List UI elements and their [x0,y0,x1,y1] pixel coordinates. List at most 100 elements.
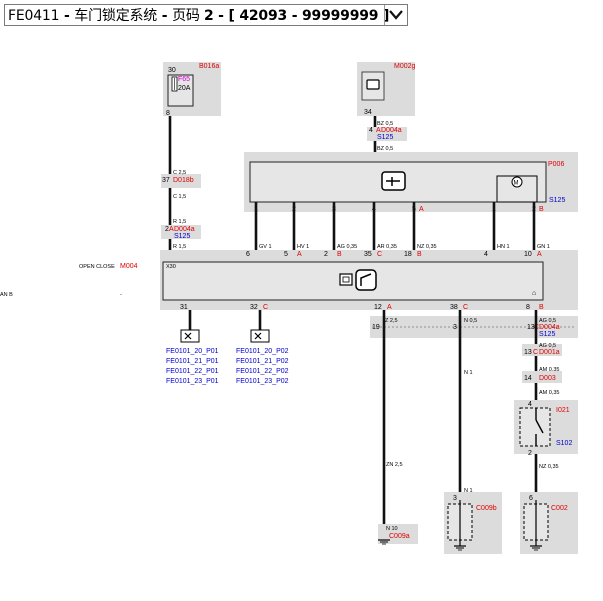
m004-top-pin-letter: C [377,251,382,258]
wire-label: HN 1 [497,244,510,250]
wire-label: HV 1 [297,244,309,250]
fuse-rating: 20A [178,85,191,92]
m004-bottom-pin: 8 [526,304,530,311]
ref-link[interactable]: FE0101_21_P02 [236,358,289,365]
splice-right-pin: 13 [527,324,535,331]
page-title: FE0411 - 车门锁定系统 - 页码 2 - [ 42093 - 99999… [8,8,390,24]
splice-shield: S125 [539,331,555,338]
ground-id: C009a [389,533,410,540]
wire-label: N 1 [464,370,473,376]
left-edge-dash: - [120,292,122,298]
m004-bottom-pin-letter: C [263,304,268,311]
m004-bottom-pin-letter: B [539,304,544,311]
m004-top-pin: 5 [284,251,288,258]
wire-label: NZ 0,35 [417,244,437,250]
ref-link[interactable]: FE0101_23_P02 [236,378,289,385]
d001a-pin: 13 [524,349,532,356]
ground-c009a[interactable]: N 10 C009a [378,524,418,545]
fuse-id: B016a [199,63,219,70]
d001a-letter: C [533,349,538,356]
c009b-pin: 3 [453,495,457,502]
ref-link[interactable]: FE0101_20_P01 [166,348,219,355]
i021-bottom-pin: 2 [528,450,532,457]
wire-label: AG 0,5 [539,343,556,349]
ref-connector-right[interactable] [250,329,270,343]
module-m002g[interactable]: M002g 34 [357,62,416,116]
module-top-pin: 34 [364,109,372,116]
d003-id: D003 [539,375,556,382]
wire-label: AG 0,5 [539,318,556,324]
m004-top-pin: 35 [364,251,372,258]
controller-id: M004 [120,263,138,270]
m004-top-pin-letter: B [417,251,422,258]
fuse-b016a[interactable]: 30 B016a F65 20A 8 [163,62,221,117]
i021-top-pin: 4 [528,401,532,408]
controller-state-label: OPEN CLOSE [79,264,115,270]
d004a-top-id: D004a [381,127,402,134]
ref-link[interactable]: FE0101_21_P01 [166,358,219,365]
m004-top-pin: 10 [524,251,532,258]
p006-pin-letter: A [419,206,424,213]
ref-link[interactable]: FE0101_22_P01 [166,368,219,375]
fuse-top-pin: 30 [168,67,176,74]
actuator-id: P006 [548,161,564,168]
switch-i021[interactable]: 4 I021 S102 2 [514,400,578,457]
d004a-top-letter: A [376,127,381,134]
m004-top-pin: 4 [484,251,488,258]
wire-label: AG 0,35 [337,244,357,250]
m004-bottom-pin: 31 [180,304,188,311]
wire-label: AM 0,35 [539,390,559,396]
wire-label: N 0,5 [464,318,477,324]
m004-bottom-pin: 32 [250,304,258,311]
m004-top-pin-letter: B [337,251,342,258]
wire-label: GN 1 [537,244,550,250]
d004a-top-shield: S125 [377,134,393,141]
ref-connector-left[interactable] [180,329,200,343]
fuse-bottom-pin: 8 [166,110,170,117]
splice-mid-pin: 3 [453,324,457,331]
chevron-down-icon[interactable] [384,5,407,25]
module-top-id: M002g [394,63,416,70]
splice-left-pin: 19 [372,324,380,331]
wire-label: BZ 0,5 [377,146,393,152]
splice-id: D004a [539,324,560,331]
wire-label: AR 0,35 [377,244,397,250]
ref-link[interactable]: FE0101_20_P02 [236,348,289,355]
m004-bottom-pin: 38 [450,304,458,311]
connector-c002[interactable]: 6 C002 [520,492,578,554]
i021-id: I021 [556,407,570,414]
d018b-pin: 37 [162,177,170,184]
d004a-left-shield: S125 [174,233,190,240]
connector-c009b[interactable]: 3 C009b [444,492,502,554]
page-selector[interactable]: FE0411 - 车门锁定系统 - 页码 2 - [ 42093 - 99999… [4,4,408,26]
ground-wire: N 10 [386,526,398,532]
m004-top-pin: 2 [324,251,328,258]
wire-label: C 1,5 [173,194,186,200]
wire-label: C 2,5 [173,170,186,176]
d004a-left-pin: 2 [165,226,169,233]
d004a-left-letter: A [169,226,174,233]
d003-pin: 14 [524,375,532,382]
wire-label: AM 0,35 [539,367,559,373]
m004-bottom-pin-letter: A [387,304,392,311]
fuse-name: F65 [178,76,190,83]
d018b-id: D018b [173,177,194,184]
left-edge-label: AN B [0,292,13,298]
c002-id: C002 [551,505,568,512]
c002-pin: 6 [529,495,533,502]
m004-bottom-pin: 12 [374,304,382,311]
m004-top-pin: 6 [246,251,250,258]
wire-label: ZN 2,5 [386,462,403,468]
wire-label: R 1,5 [173,219,186,225]
c009b-id: C009b [476,505,497,512]
wire-label: N 1 [464,488,473,494]
x30-label: X30 [166,264,176,270]
wire-label: GV 1 [259,244,272,250]
ref-link[interactable]: FE0101_23_P01 [166,378,219,385]
ref-link[interactable]: FE0101_22_P02 [236,368,289,375]
actuator-shield: S125 [549,197,565,204]
wire-label: R 1,5 [173,244,186,250]
